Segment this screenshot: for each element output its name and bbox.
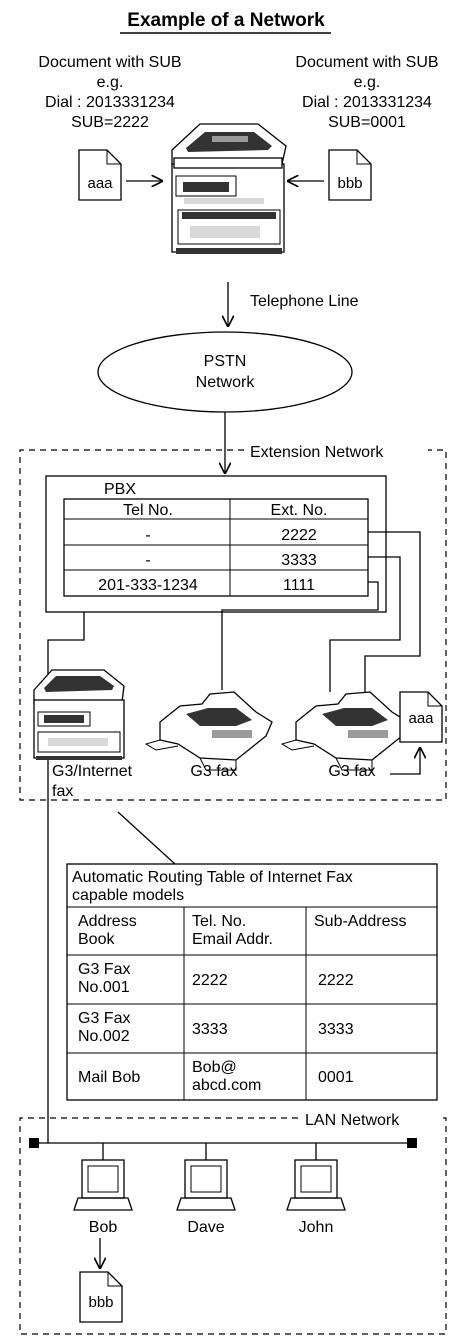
sender-right-line2: e.g. (354, 74, 381, 91)
received-document-icon-aaa: aaa (399, 691, 443, 743)
computer-icon-john (286, 1143, 346, 1211)
pbx-row2-tel: - (145, 552, 150, 569)
internet-fax-label-1: G3/Internet (52, 763, 133, 780)
doc-label-bbb: bbb (337, 175, 362, 192)
sender-right-text: Document with SUB e.g. Dial : 2013331234… (295, 54, 438, 131)
routing-row1-tel: 2222 (192, 972, 228, 989)
routing-row3-sub: 0001 (318, 1069, 354, 1086)
routing-table: Automatic Routing Table of Internet Fax … (66, 863, 438, 1101)
g3-fax-icon-b (280, 691, 409, 771)
extension-network-label: Extension Network (250, 444, 384, 461)
routing-header-sub: Sub-Address (314, 913, 407, 930)
routing-row1-name-1: G3 Fax (78, 961, 130, 978)
pbx-row1-ext: 2222 (281, 527, 317, 544)
lan-network-label: LAN Network (305, 1112, 400, 1129)
routing-row2-sub: 3333 (318, 1021, 354, 1038)
pbx-header-tel: Tel No. (123, 502, 173, 519)
pstn-network-label: Network (196, 374, 256, 391)
computer-label-bob: Bob (89, 1219, 118, 1236)
document-icon-aaa: aaa (78, 149, 122, 201)
routing-title-1: Automatic Routing Table of Internet Fax (72, 869, 353, 886)
pbx-row3-ext: 1111 (283, 577, 315, 594)
computer-label-dave: Dave (187, 1219, 224, 1236)
routing-title-2: capable models (72, 887, 184, 904)
doc-label-aaa: aaa (87, 175, 113, 192)
extension-network-boundary (19, 449, 447, 801)
routing-row3-tel-2: abcd.com (192, 1077, 261, 1094)
arrow-fax-to-aaa (390, 748, 420, 775)
routing-table-pointer (117, 811, 176, 865)
computer-label-john: John (299, 1219, 334, 1236)
routing-row2-name-2: No.002 (78, 1028, 130, 1045)
routing-row1-sub: 2222 (318, 972, 354, 989)
computer-icon-bob (73, 1143, 133, 1211)
routing-header-tel-1: Tel. No. (192, 913, 246, 930)
g3-fax-icon-a (144, 691, 273, 771)
sender-left-line1: Document with SUB (38, 54, 181, 71)
pbx-title: PBX (104, 481, 136, 498)
computer-icon-dave (176, 1143, 236, 1211)
sender-right-line4: SUB=0001 (328, 114, 406, 131)
g3-fax-label-b: G3 fax (328, 763, 375, 780)
pbx-row1-tel: - (145, 527, 150, 544)
line-ext-1111 (221, 581, 379, 690)
sender-left-line2: e.g. (97, 74, 124, 91)
sender-right-line1: Document with SUB (295, 54, 438, 71)
lan-terminator-right (407, 1138, 417, 1148)
routing-row3-name: Mail Bob (78, 1069, 140, 1086)
routing-header-address-1: Address (78, 913, 137, 930)
pbx-row3-tel: 201-333-1234 (98, 577, 198, 594)
pbx-row2-ext: 3333 (281, 552, 317, 569)
routing-header-address-2: Book (78, 931, 115, 948)
diagram-title: Example of a Network (127, 10, 325, 31)
line-ext-2222 (364, 531, 421, 718)
internet-fax-label-2: fax (52, 783, 73, 800)
sender-left-line4: SUB=2222 (71, 114, 149, 131)
sending-fax-machine-icon (171, 123, 287, 254)
line-pbx-to-internet-fax (47, 612, 85, 675)
pbx-header-ext: Ext. No. (271, 502, 328, 519)
sender-left-text: Document with SUB e.g. Dial : 2013331234… (38, 54, 181, 131)
routing-row2-name-1: G3 Fax (78, 1010, 130, 1027)
routing-header-tel-2: Email Addr. (192, 931, 273, 948)
bob-document-icon-bbb: bbb (79, 1271, 123, 1323)
pbx-table: PBX Tel No. Ext. No. - 2222 - 3333 201-3… (45, 475, 387, 613)
pstn-label: PSTN (204, 353, 247, 370)
sender-left-line3: Dial : 2013331234 (45, 94, 175, 111)
bob-doc-label: bbb (88, 1294, 113, 1311)
lan-terminator-left (29, 1138, 39, 1148)
telephone-line-label: Telephone Line (250, 293, 359, 310)
sender-right-line3: Dial : 2013331234 (302, 94, 432, 111)
line-ext-3333 (329, 556, 401, 692)
routing-row2-tel: 3333 (192, 1021, 228, 1038)
lan-network-boundary (19, 1117, 447, 1335)
pstn-network-ellipse (97, 331, 353, 413)
g3-fax-label-a: G3 fax (190, 763, 237, 780)
routing-row3-tel-1: Bob@ (192, 1059, 237, 1076)
internet-fax-icon (33, 669, 125, 760)
received-doc-label: aaa (408, 710, 434, 727)
document-icon-bbb: bbb (328, 149, 372, 201)
routing-row1-name-2: No.001 (78, 979, 130, 996)
